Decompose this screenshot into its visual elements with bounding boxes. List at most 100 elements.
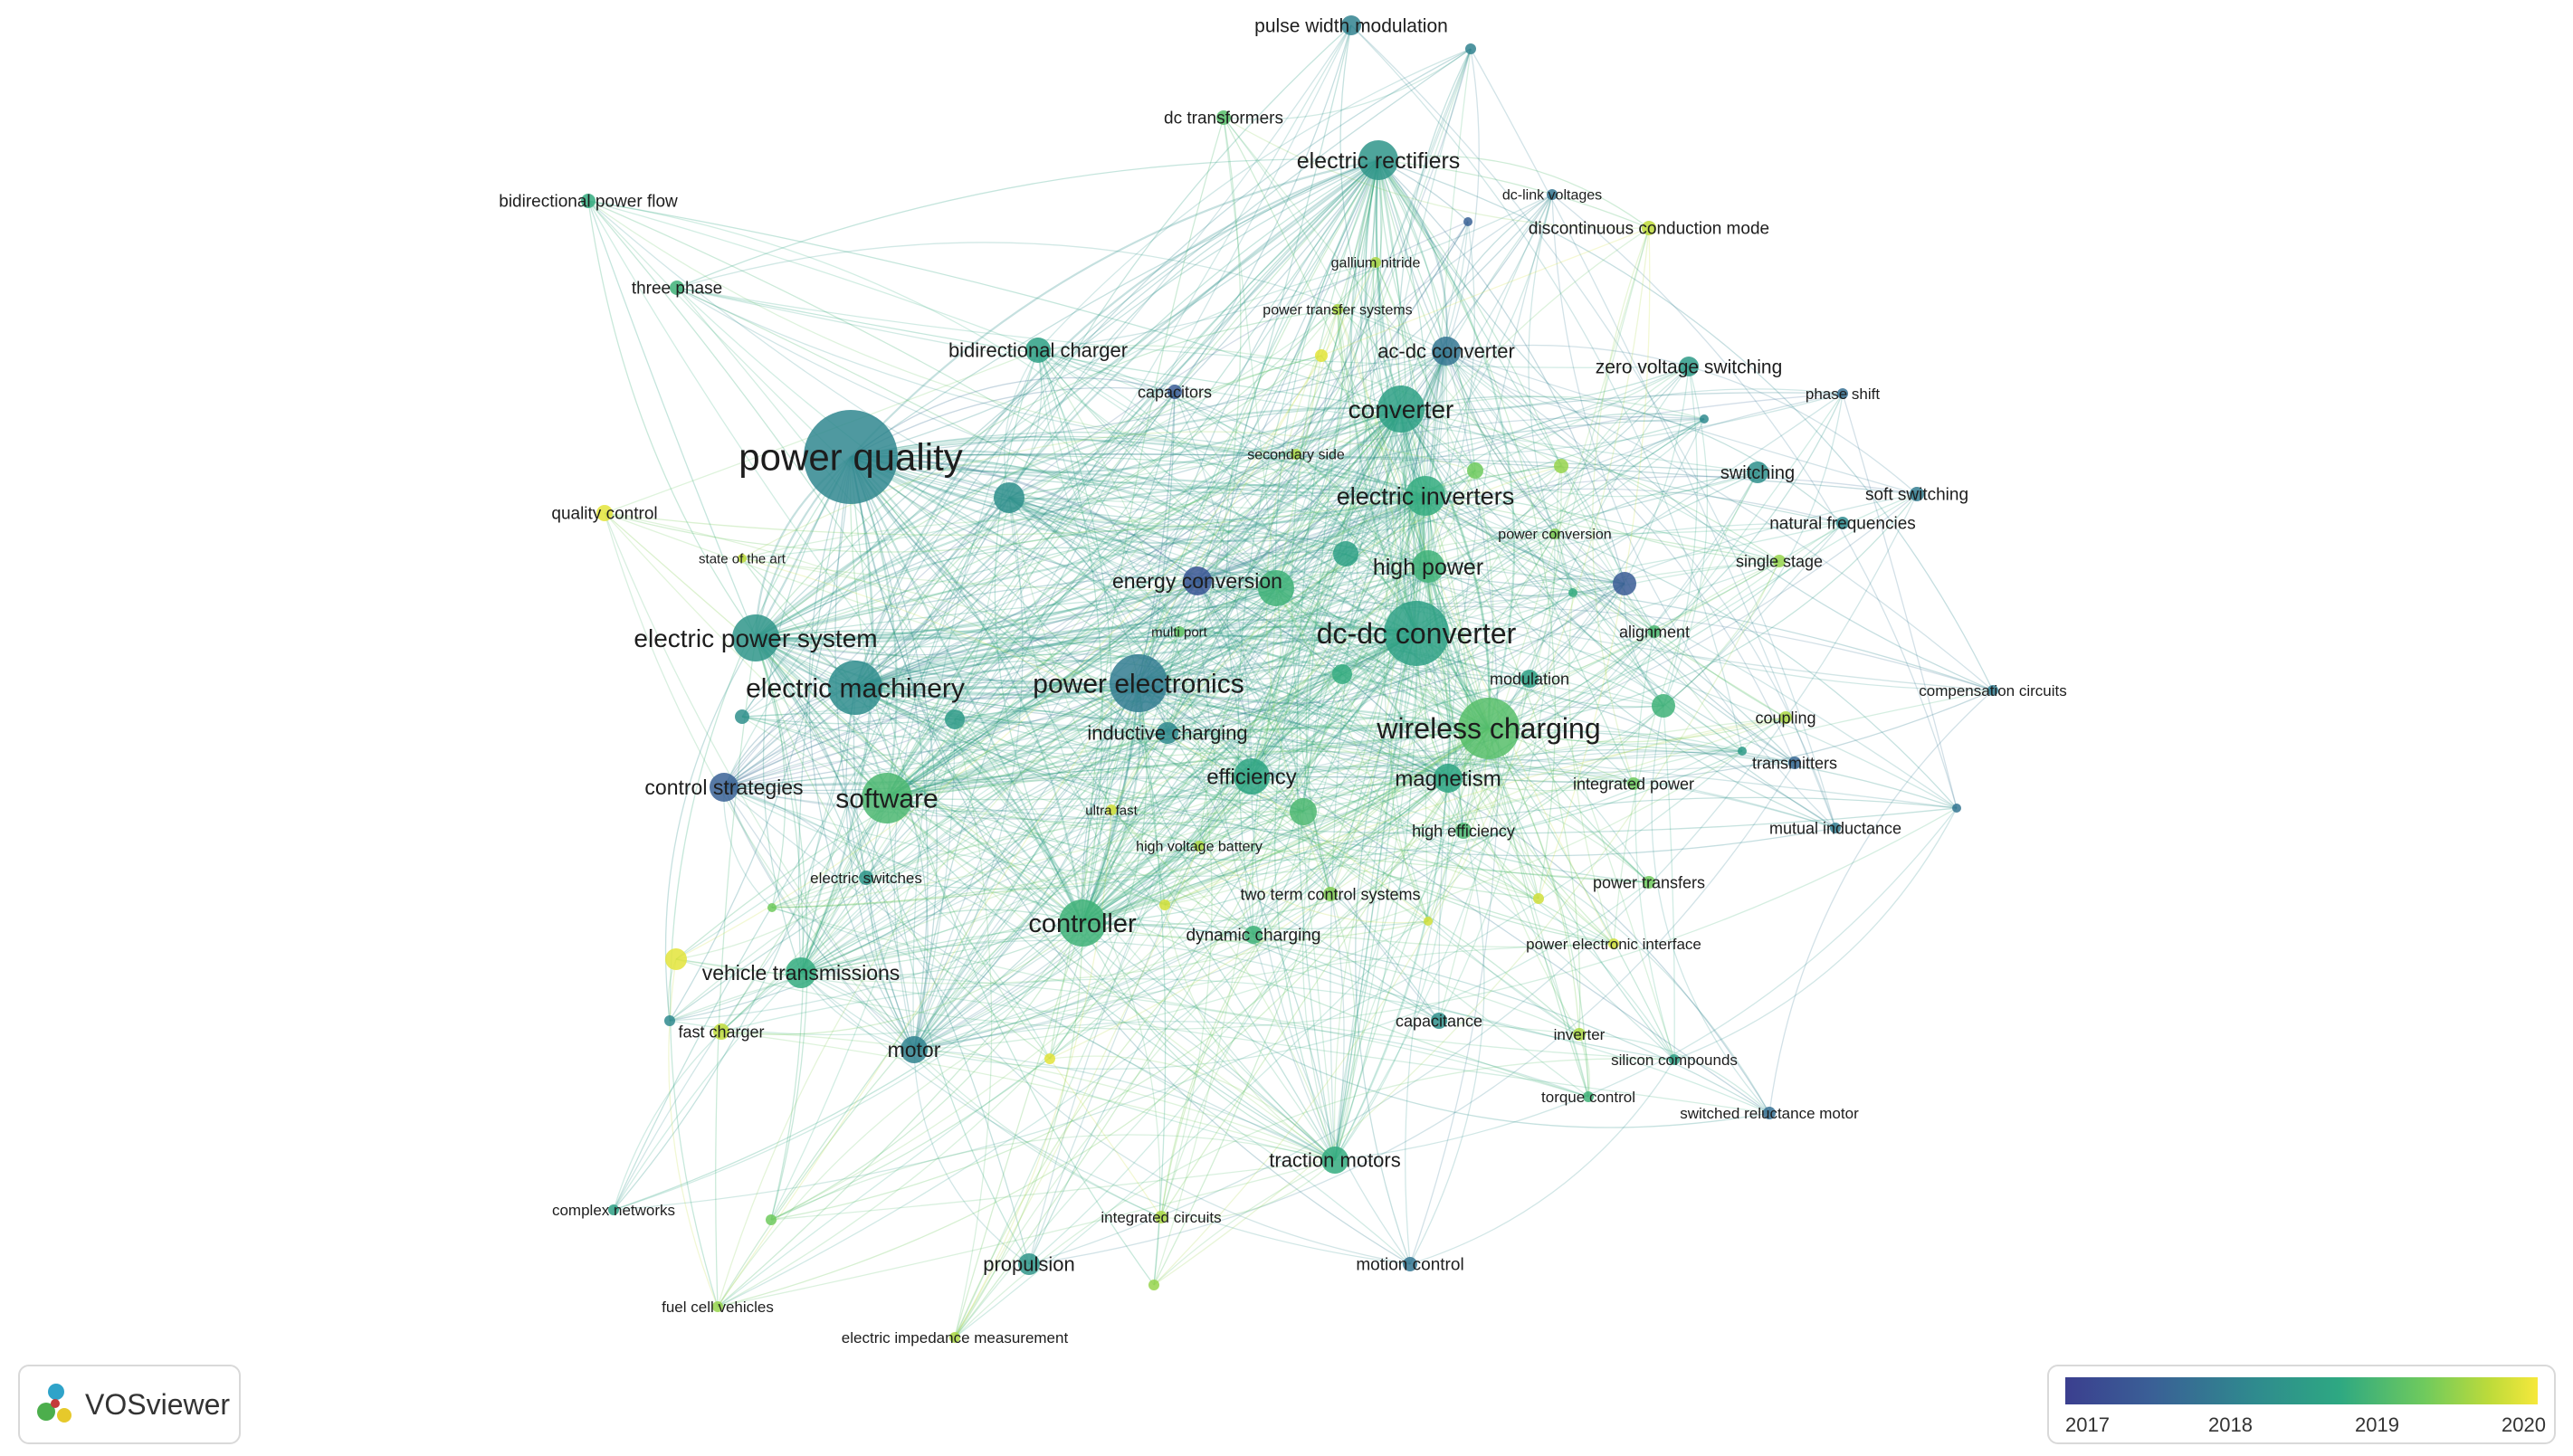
keyword-node[interactable] (1174, 626, 1185, 637)
keyword-label[interactable]: complex networks (552, 1202, 675, 1219)
keyword-label[interactable]: electric machinery (746, 674, 965, 704)
keyword-node[interactable] (1648, 625, 1661, 638)
keyword-node[interactable] (712, 1301, 723, 1312)
keyword-node[interactable] (949, 1332, 960, 1343)
keyword-node[interactable] (1332, 304, 1343, 315)
keyword-label[interactable]: power conversion (1498, 528, 1611, 543)
keyword-label[interactable]: phase shift (1806, 385, 1880, 403)
keyword-node[interactable] (596, 505, 613, 521)
keyword-label[interactable]: inductive charging (1087, 722, 1247, 745)
keyword-node-unlabeled[interactable] (1613, 572, 1636, 595)
keyword-label[interactable]: compensation circuits (1919, 682, 2066, 699)
keyword-label[interactable]: bidirectional charger (948, 339, 1128, 362)
keyword-node[interactable] (1323, 887, 1338, 901)
keyword-node[interactable] (1059, 899, 1106, 947)
keyword-node[interactable] (1773, 555, 1786, 567)
keyword-node[interactable] (1106, 804, 1117, 815)
keyword-node[interactable] (1183, 566, 1212, 595)
keyword-label[interactable]: switching (1720, 463, 1795, 483)
keyword-node[interactable] (1547, 189, 1558, 200)
keyword-label[interactable]: pulse width modulation (1254, 15, 1448, 36)
keyword-node-unlabeled[interactable] (1332, 664, 1352, 684)
keyword-label[interactable]: traction motors (1269, 1149, 1401, 1172)
keyword-label[interactable]: quality control (551, 505, 657, 524)
keyword-node-unlabeled[interactable] (1148, 1280, 1159, 1290)
keyword-node[interactable] (859, 871, 873, 885)
keyword-label[interactable]: inverter (1554, 1026, 1606, 1043)
keyword-label[interactable]: converter (1348, 395, 1454, 423)
keyword-node[interactable] (901, 1036, 928, 1063)
keyword-label[interactable]: coupling (1755, 709, 1815, 727)
keyword-node-unlabeled[interactable] (1258, 570, 1294, 606)
keyword-node[interactable] (1987, 685, 1998, 696)
keyword-label[interactable]: transmitters (1752, 754, 1837, 772)
keyword-label[interactable]: high power (1373, 555, 1483, 580)
keyword-node[interactable] (1836, 517, 1849, 529)
keyword-label[interactable]: electric impedance measurement (842, 1329, 1069, 1347)
keyword-node[interactable] (1155, 1211, 1167, 1223)
keyword-node[interactable] (1291, 449, 1301, 460)
keyword-node-unlabeled[interactable] (1290, 798, 1317, 825)
keyword-node-unlabeled[interactable] (1315, 349, 1328, 362)
keyword-node[interactable] (1910, 487, 1924, 501)
keyword-label[interactable]: alignment (1619, 623, 1690, 641)
keyword-label[interactable]: ac-dc converter (1377, 340, 1515, 363)
keyword-label[interactable]: torque control (1541, 1089, 1635, 1106)
keyword-node[interactable] (1194, 841, 1205, 852)
keyword-node[interactable] (1157, 722, 1178, 744)
keyword-node[interactable] (1549, 528, 1560, 539)
keyword-label[interactable]: control strategies (644, 776, 803, 799)
keyword-node[interactable] (828, 661, 882, 715)
keyword-label[interactable]: propulsion (983, 1253, 1075, 1276)
keyword-label[interactable]: dc transformers (1164, 109, 1283, 128)
keyword-node[interactable] (1341, 15, 1361, 35)
keyword-label[interactable]: electric inverters (1337, 482, 1515, 509)
keyword-label[interactable]: electric power system (634, 624, 877, 652)
keyword-node[interactable] (1321, 1147, 1348, 1174)
keyword-node-unlabeled[interactable] (1424, 917, 1433, 926)
keyword-label[interactable]: dc-dc converter (1317, 617, 1517, 650)
keyword-label[interactable]: power transfers (1593, 873, 1705, 891)
keyword-node[interactable] (670, 281, 684, 295)
keyword-node-unlabeled[interactable] (1700, 414, 1709, 423)
keyword-node[interactable] (1830, 823, 1841, 833)
keyword-label[interactable]: vehicle transmissions (702, 961, 901, 985)
keyword-label[interactable]: high efficiency (1412, 822, 1515, 840)
keyword-label[interactable]: fast charger (678, 1023, 764, 1041)
keyword-node-unlabeled[interactable] (664, 1015, 675, 1026)
keyword-node[interactable] (1608, 938, 1619, 949)
keyword-node[interactable] (1432, 337, 1461, 366)
keyword-label[interactable]: ultra fast (1085, 803, 1138, 818)
keyword-node[interactable] (1431, 1013, 1447, 1029)
keyword-node-unlabeled[interactable] (766, 1214, 777, 1225)
keyword-node[interactable] (1583, 1091, 1594, 1102)
keyword-label[interactable]: software (835, 785, 938, 814)
keyword-label[interactable]: capacitance (1396, 1012, 1482, 1030)
keyword-label[interactable]: magnetism (1395, 766, 1501, 791)
keyword-label[interactable]: efficiency (1206, 765, 1297, 789)
keyword-label[interactable]: motor (888, 1038, 941, 1061)
keyword-node[interactable] (1788, 757, 1801, 769)
keyword-node-unlabeled[interactable] (1044, 1053, 1055, 1064)
keyword-node[interactable] (1643, 876, 1655, 889)
keyword-node[interactable] (581, 194, 596, 208)
keyword-node[interactable] (1370, 257, 1381, 268)
keyword-label[interactable]: secondary side (1247, 448, 1345, 463)
keyword-node-unlabeled[interactable] (1738, 747, 1747, 756)
keyword-node[interactable] (1458, 698, 1520, 759)
keyword-node-unlabeled[interactable] (1463, 217, 1472, 226)
keyword-node[interactable] (1244, 926, 1263, 944)
keyword-label[interactable]: dynamic charging (1186, 927, 1321, 946)
keyword-label[interactable]: three phase (632, 280, 722, 299)
keyword-node[interactable] (1455, 823, 1472, 839)
keyword-label[interactable]: power transfer systems (1263, 303, 1412, 319)
keyword-label[interactable]: mutual inductance (1769, 819, 1901, 837)
keyword-label[interactable]: discontinuous conduction mode (1529, 220, 1769, 239)
keyword-node-unlabeled[interactable] (945, 709, 965, 729)
keyword-label[interactable]: wireless charging (1376, 712, 1600, 745)
keyword-label[interactable]: zero voltage switching (1596, 357, 1783, 377)
keyword-label[interactable]: soft switching (1865, 486, 1968, 505)
keyword-node-unlabeled[interactable] (735, 709, 749, 724)
keyword-node[interactable] (1025, 338, 1051, 363)
keyword-node[interactable] (1747, 462, 1768, 483)
